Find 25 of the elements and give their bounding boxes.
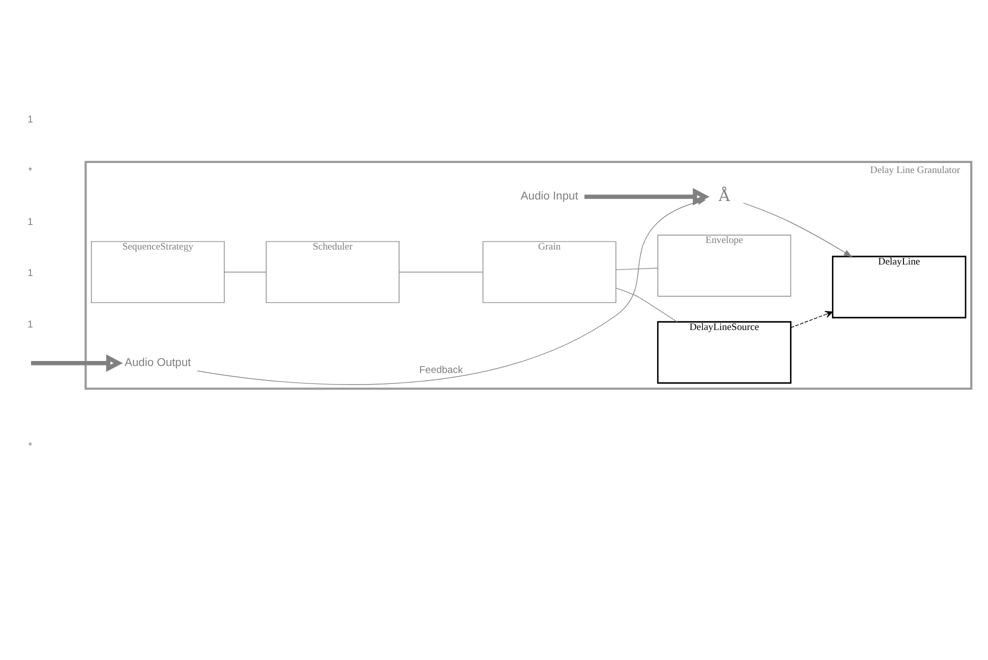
connector [616,267,658,270]
node-text: Å [718,185,730,204]
label: 1 [27,114,33,126]
node-text: Audio Output [124,356,191,368]
edge-label: Feedback [419,364,463,376]
node-box: Scheduler [266,240,400,303]
node-text: Audio Input [520,190,578,202]
arrow [790,310,833,328]
label: * [28,440,32,452]
label: 1 [27,318,33,330]
node-box: Envelope [657,234,792,296]
node-box: DelayLine [832,255,966,318]
label: * [28,165,32,176]
arrow [31,354,123,372]
arrow [584,188,710,206]
connector [224,271,267,272]
connector [398,271,484,272]
node-box: DelayLineSource [657,320,792,384]
connector [616,287,678,322]
node-box: SequenceStrategy [91,240,225,303]
arrow [196,198,706,384]
label: 1 [27,216,33,228]
arrow [743,202,852,257]
label: 1 [27,268,33,279]
node-box: Grain [482,240,616,303]
